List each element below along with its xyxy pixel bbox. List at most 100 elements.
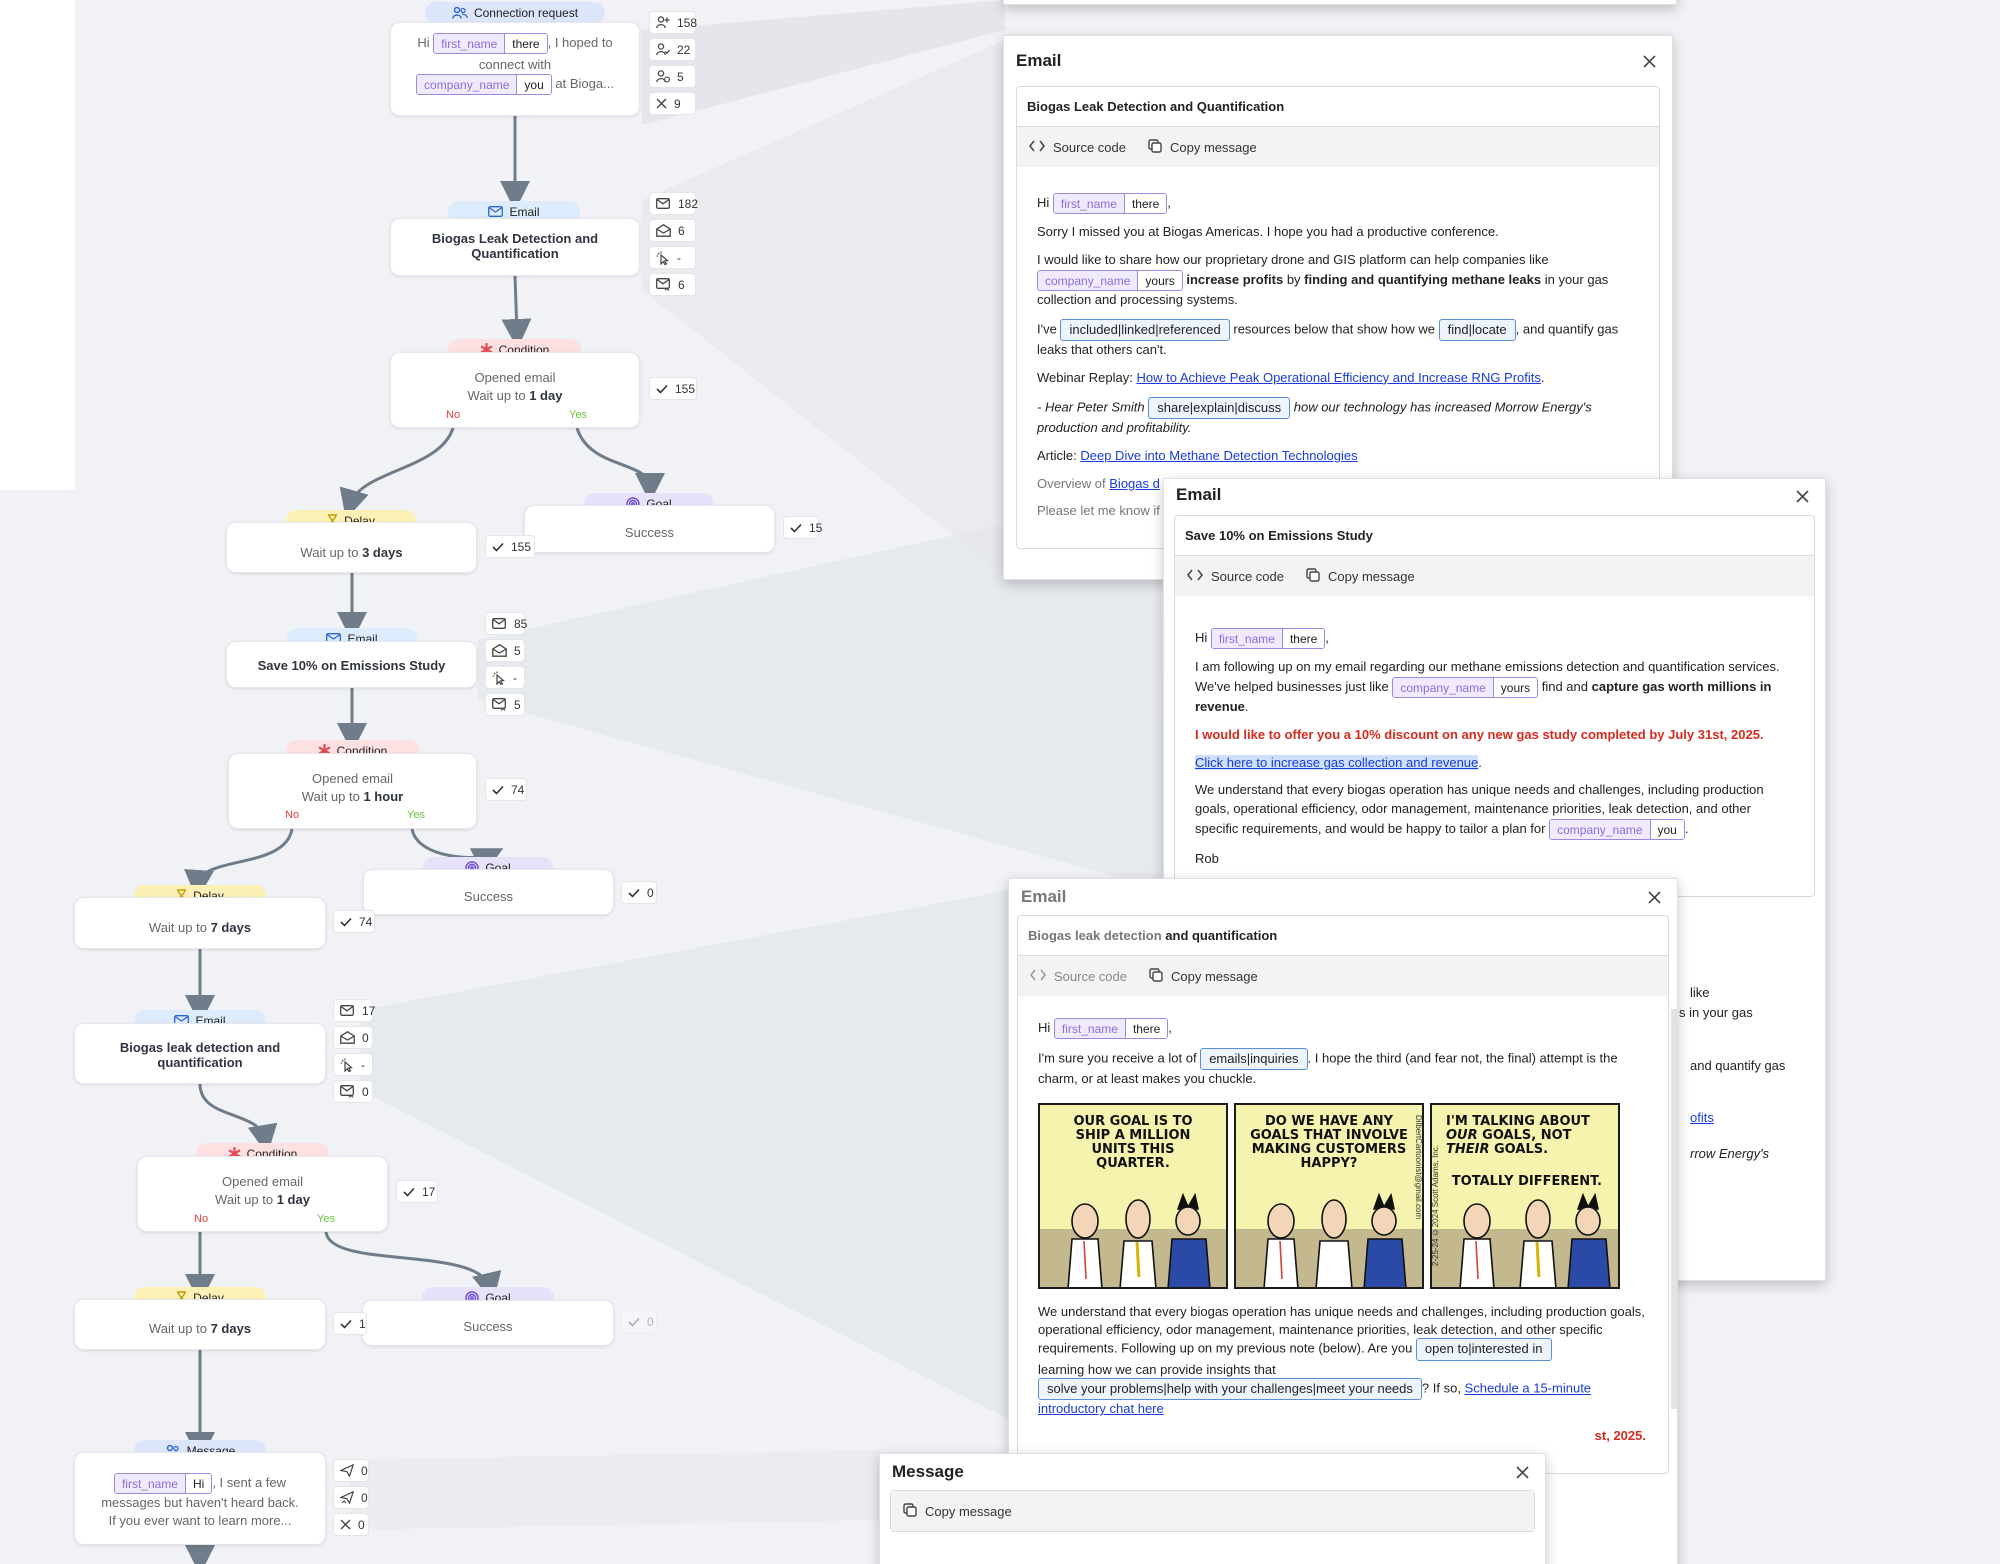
body-text: - Hear Peter Smith [1037, 399, 1145, 415]
goal-card-3[interactable]: Success [362, 1300, 614, 1346]
stat-badge: 5 [649, 65, 696, 88]
body-text: We understand that every biogas operatio… [1038, 1304, 1645, 1356]
check-icon [403, 1187, 415, 1197]
modal-title: Message [892, 1462, 964, 1481]
copy-message-button[interactable]: Copy message [1148, 138, 1257, 156]
stat-badge: 158 [649, 11, 698, 34]
delay-card-1[interactable]: Wait up to 3 days [226, 522, 477, 573]
copy-message-button[interactable]: Copy message [1306, 567, 1415, 585]
body-text: in your gas collection and processing sy… [1037, 271, 1609, 307]
comic-text: DO WE HAVE ANY GOALS THAT INVOLVE MAKING… [1250, 1114, 1408, 1172]
stat-value: 17 [362, 1003, 376, 1018]
mail-reply-icon [492, 698, 507, 711]
source-code-button[interactable]: Source code [1029, 140, 1126, 155]
stat-badge: 6 [649, 273, 696, 296]
comic-panel: OUR GOAL IS TO SHIP A MILLION UNITS THIS… [1038, 1103, 1228, 1290]
message-text: If you ever want to learn more... [108, 1512, 292, 1528]
copy-icon [1148, 138, 1162, 156]
stat-badge: 15 [783, 516, 822, 539]
goal-text: Success [624, 525, 675, 540]
condition-card-2[interactable]: Opened email Wait up to 1 hour [228, 753, 477, 829]
stat-badge: 5 [485, 639, 525, 662]
comic-strip-image: OUR GOAL IS TO SHIP A MILLION UNITS THIS… [1038, 1103, 1646, 1290]
close-icon[interactable] [1638, 50, 1660, 72]
copy-message-button[interactable]: Copy message [903, 1502, 1012, 1520]
body-text: learning how we can provide insights tha… [1038, 1361, 1276, 1377]
condition-text: Opened email [474, 370, 556, 385]
body-text: Article: [1037, 447, 1077, 463]
greeting-text: Hi [417, 34, 430, 50]
check-icon [656, 384, 668, 394]
greeting-text: Hi [1038, 1019, 1051, 1035]
connection-request-pill[interactable]: Connection request [425, 2, 605, 23]
source-code-label: Source code [1211, 568, 1284, 584]
x-icon [340, 1519, 351, 1530]
comic-text: TOTALLY DIFFERENT. [1451, 1174, 1602, 1190]
spintax-tag: included|linked|referenced [1060, 318, 1230, 341]
message-preview-modal: Message Copy message [879, 1453, 1546, 1564]
stat-value: 5 [677, 69, 684, 84]
stat-badge: - [333, 1053, 373, 1076]
connection-text: , I hoped to [547, 34, 613, 50]
spintax-tag: emails|inquiries [1200, 1048, 1308, 1071]
copy-message-button[interactable]: Copy message [1149, 967, 1258, 985]
click-icon [656, 251, 670, 265]
asterisk-icon [228, 1147, 241, 1160]
stat-badge: 155 [485, 535, 535, 558]
email-card-2[interactable]: Save 10% on Emissions Study [226, 641, 477, 688]
x-icon [656, 98, 667, 109]
source-code-label: Source code [1053, 139, 1126, 155]
stat-badge: - [649, 246, 696, 269]
email-preview-modal-3: Email Biogas leak detection and quantifi… [1008, 878, 1678, 1564]
condition-card-1[interactable]: Opened email Wait up to 1 day [390, 352, 640, 428]
goal-card-1[interactable]: Success [524, 505, 775, 553]
wait-text: Wait up to [148, 920, 207, 935]
condition-card-3[interactable]: Opened email Wait up to 1 day [137, 1156, 388, 1232]
code-icon [1187, 569, 1203, 584]
email-card-1[interactable]: Biogas Leak Detection and Quantification [390, 218, 640, 276]
body-text: , and quantify gas leaks that others can… [1037, 321, 1619, 357]
schedule-chat-link[interactable]: Schedule a 15-minute introductory chat h… [1038, 1380, 1592, 1417]
stat-value: 158 [677, 15, 698, 30]
message-text: messages but haven't heard back. [101, 1495, 299, 1510]
source-code-button[interactable]: Source code [1030, 969, 1127, 984]
mail-sent-icon [492, 617, 507, 630]
source-code-button[interactable]: Source code [1187, 569, 1284, 584]
close-icon[interactable] [1791, 485, 1813, 507]
body-text: I am following up on my email regarding … [1195, 659, 1780, 694]
mail-sent-icon [656, 197, 671, 210]
email-card-3[interactable]: Biogas leak detection and quantification [74, 1023, 326, 1084]
close-icon[interactable] [1643, 886, 1665, 908]
goal-card-2[interactable]: Success [363, 869, 614, 915]
comma-text: , [1325, 629, 1329, 645]
delay-card-2[interactable]: Wait up to 7 days [74, 897, 326, 949]
body-bold: finding and quantifying methane leaks [1304, 271, 1542, 287]
article-link[interactable]: Deep Dive into Methane Detection Technol… [1080, 447, 1358, 463]
stat-badge: - [485, 666, 525, 689]
stat-badge: 155 [649, 377, 697, 400]
send-icon [340, 1464, 354, 1477]
body-paragraph: Sorry I missed you at Biogas Americas. I… [1037, 224, 1499, 239]
email-pill[interactable]: Email [448, 201, 580, 222]
delay-card-3[interactable]: Wait up to 7 days [74, 1299, 326, 1350]
close-icon[interactable] [1511, 1461, 1533, 1483]
increase-revenue-link[interactable]: Click here to increase gas collection an… [1195, 754, 1479, 770]
stat-value: 9 [674, 96, 681, 111]
stat-badge: 0 [621, 1310, 657, 1333]
wait-duration: 1 day [529, 387, 563, 403]
body-text: I'm sure you receive a lot of [1038, 1050, 1197, 1066]
overview-link[interactable]: Biogas d [1109, 475, 1160, 491]
scrollbar[interactable] [1671, 1009, 1677, 1409]
asterisk-icon [480, 343, 493, 356]
body-text: ? If so, [1421, 1380, 1461, 1396]
copy-icon [1306, 567, 1320, 585]
webinar-link[interactable]: How to Achieve Peak Operational Efficien… [1136, 369, 1541, 385]
stat-value: 74 [359, 914, 373, 929]
yes-branch-label: Yes [569, 409, 587, 421]
stat-value: 0 [358, 1517, 365, 1532]
mail-open-icon [656, 224, 671, 237]
